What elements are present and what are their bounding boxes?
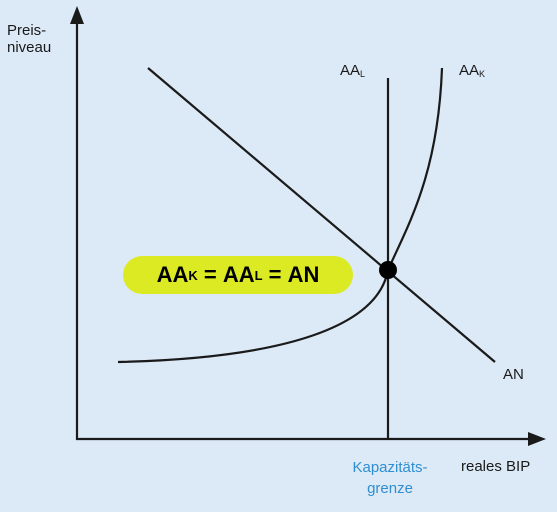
aal-label: AAL [340, 62, 366, 79]
an-label: AN [503, 366, 524, 383]
aak-label: AAK [459, 62, 486, 79]
an-curve [147, 67, 496, 363]
y-axis-label: Preis- niveau [7, 22, 51, 57]
aak-curve [117, 67, 444, 364]
y-axis-label-line2: niveau [7, 39, 52, 57]
x-axis-label: reales BIP [461, 458, 531, 475]
y-axis-label-line1: Preis- [7, 22, 47, 39]
equilibrium-point [379, 261, 397, 279]
capacity-limit-label: Kapazitäts- grenze [338, 458, 442, 499]
y-axis-arrowhead [70, 6, 84, 24]
x-axis-arrowhead [528, 432, 546, 446]
capacity-limit-line2: grenze [367, 479, 413, 497]
capacity-limit-line1: Kapazitäts- [352, 459, 428, 476]
